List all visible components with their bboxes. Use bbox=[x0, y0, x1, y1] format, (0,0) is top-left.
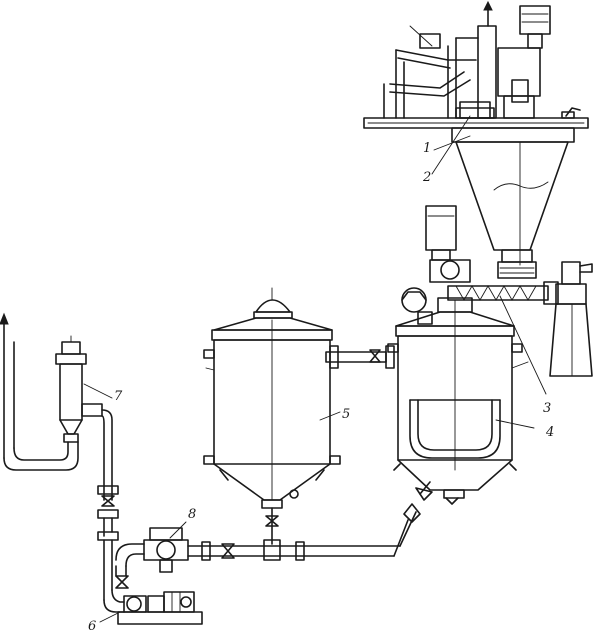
callout-7: 7 bbox=[114, 389, 123, 404]
callout-labels: 1 2 3 4 5 6 7 8 bbox=[88, 141, 554, 631]
left-piping bbox=[0, 312, 129, 613]
intermediate-vessel bbox=[203, 287, 341, 545]
pump bbox=[115, 527, 189, 573]
callout-6: 6 bbox=[88, 619, 96, 631]
reactor-vessel bbox=[387, 287, 529, 505]
bag-filter-right bbox=[549, 261, 593, 377]
transfer-line-5-to-4 bbox=[325, 345, 395, 369]
callout-5: 5 bbox=[342, 407, 350, 422]
callout-8: 8 bbox=[188, 507, 196, 522]
main-pipeline bbox=[187, 503, 421, 561]
callout-2: 2 bbox=[422, 170, 431, 185]
separator-vessel bbox=[55, 335, 87, 443]
leader-lines bbox=[83, 115, 547, 623]
callout-1: 1 bbox=[423, 141, 431, 156]
callout-3: 3 bbox=[543, 401, 551, 416]
callout-4: 4 bbox=[545, 425, 554, 440]
screw-conveyor bbox=[425, 205, 559, 305]
feed-hopper-unit bbox=[363, 0, 589, 279]
bottom-pump-unit bbox=[117, 591, 203, 625]
